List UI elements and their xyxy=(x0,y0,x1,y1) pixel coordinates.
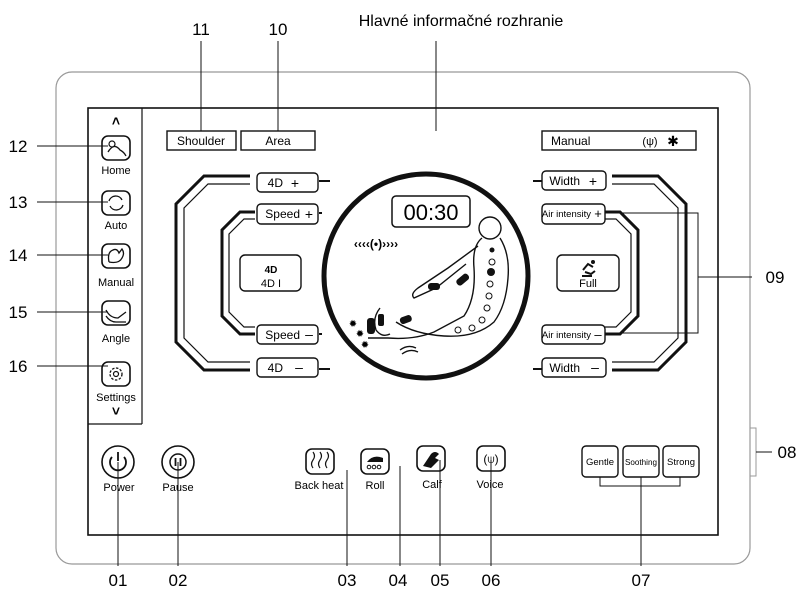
side-button xyxy=(750,428,756,476)
callout-11: 11 xyxy=(192,20,210,39)
roll-button[interactable]: Roll xyxy=(361,449,389,492)
svg-text:Gentle: Gentle xyxy=(586,457,614,468)
callout-07: 07 xyxy=(632,571,651,590)
full-mode-selector[interactable]: Full xyxy=(557,255,619,291)
svg-text:Power: Power xyxy=(103,482,135,494)
svg-text:Soothing: Soothing xyxy=(625,457,657,467)
svg-text:4D: 4D xyxy=(268,361,284,375)
gentle-button[interactable]: Gentle xyxy=(582,446,618,477)
hand-icon xyxy=(102,244,130,268)
callout-13: 13 xyxy=(9,193,28,212)
svg-text:Speed: Speed xyxy=(265,207,300,221)
4d-plus-button[interactable]: 4D + xyxy=(257,173,318,192)
soothing-button[interactable]: Soothing xyxy=(623,446,659,477)
svg-text:Width: Width xyxy=(549,174,580,188)
svg-text:Speed: Speed xyxy=(265,328,300,342)
plus-icon: + xyxy=(589,173,597,189)
svg-text:00:30: 00:30 xyxy=(403,200,458,225)
callout-12: 12 xyxy=(9,137,28,156)
back-heat-button[interactable]: Back heat xyxy=(295,449,344,492)
hand-touch-icon xyxy=(102,136,130,160)
sidebar-item-manual[interactable]: Manual xyxy=(98,244,134,289)
width-minus-button[interactable]: Width – xyxy=(542,358,606,377)
svg-text:Air intensity: Air intensity xyxy=(542,330,591,341)
sidebar-item-label: Angle xyxy=(102,333,130,345)
sidebar-item-label: Home xyxy=(101,165,130,177)
heat-sun-icon: ✹ xyxy=(356,329,364,340)
callout-16: 16 xyxy=(9,357,28,376)
minus-icon: – xyxy=(305,326,313,342)
sidebar-item-label: Auto xyxy=(105,220,128,232)
shoulder-button[interactable]: Shoulder xyxy=(167,131,236,150)
svg-text:Back heat: Back heat xyxy=(295,480,344,492)
air-intensity-plus-button[interactable]: Air intensity + xyxy=(542,204,605,224)
svg-text:Strong: Strong xyxy=(667,457,695,468)
area-button[interactable]: Area xyxy=(241,131,315,150)
callout-14: 14 xyxy=(9,246,28,265)
callout-01: 01 xyxy=(109,571,128,590)
sidebar-item-auto[interactable]: Auto xyxy=(102,191,130,232)
plus-icon: + xyxy=(594,206,602,221)
bluetooth-icon: ✱ xyxy=(667,133,679,149)
diagram-title: Hlavné informačné rozhranie xyxy=(359,13,564,30)
callout-05: 05 xyxy=(431,571,450,590)
callout-08: 08 xyxy=(778,443,797,462)
minus-icon: – xyxy=(591,359,599,375)
timer-display: 00:30 xyxy=(392,196,470,227)
callout-06: 06 xyxy=(482,571,501,590)
4d-minus-button[interactable]: 4D – xyxy=(257,358,318,377)
strong-button[interactable]: Strong xyxy=(663,446,699,477)
svg-text:Air intensity: Air intensity xyxy=(542,209,591,220)
sidebar-item-angle[interactable]: Angle xyxy=(102,301,130,345)
intensity-wave-icon: ‹‹‹‹(•)›››› xyxy=(354,237,398,251)
heat-sun-icon: ✹ xyxy=(361,340,369,351)
callout-10: 10 xyxy=(269,20,288,39)
svg-text:4D: 4D xyxy=(268,176,284,190)
chevron-up-icon[interactable]: ˄ xyxy=(112,113,120,129)
svg-text:Full: Full xyxy=(579,278,597,290)
callout-09: 09 xyxy=(766,268,785,287)
voice-status-icon: (ψ) xyxy=(642,136,657,148)
mode-status-box: Manual (ψ) ✱ xyxy=(542,131,696,150)
svg-text:Shoulder: Shoulder xyxy=(177,134,225,148)
svg-text:Roll: Roll xyxy=(366,480,385,492)
cycle-icon xyxy=(102,191,130,215)
4d-cube-icon: 4D xyxy=(265,265,278,276)
minus-icon: – xyxy=(295,359,303,375)
speed-minus-button[interactable]: Speed – xyxy=(257,325,318,344)
speed-plus-button[interactable]: Speed + xyxy=(257,204,318,224)
air-intensity-minus-button[interactable]: Air intensity – xyxy=(542,325,605,344)
calf-button[interactable]: Calf xyxy=(417,446,445,491)
chevron-down-icon[interactable]: ˅ xyxy=(112,403,120,419)
width-plus-button[interactable]: Width + xyxy=(542,171,606,190)
svg-text:4D I: 4D I xyxy=(261,278,281,290)
plus-icon: + xyxy=(291,175,299,191)
sidebar-item-settings[interactable]: Settings xyxy=(96,362,136,404)
sidebar-item-label: Settings xyxy=(96,392,136,404)
4d-mode-selector[interactable]: 4D 4D I xyxy=(240,255,301,291)
callout-02: 02 xyxy=(169,571,188,590)
sidebar-item-home[interactable]: Home xyxy=(101,136,130,177)
callout-03: 03 xyxy=(338,571,357,590)
svg-text:Area: Area xyxy=(265,134,291,148)
sidebar-item-label: Manual xyxy=(98,277,134,289)
mode-label: Manual xyxy=(551,134,590,148)
svg-text:Voice: Voice xyxy=(477,479,504,491)
callout-15: 15 xyxy=(9,303,28,322)
minus-icon: – xyxy=(594,327,602,342)
plus-icon: + xyxy=(305,206,313,222)
svg-text:Width: Width xyxy=(549,361,580,375)
callout-04: 04 xyxy=(389,571,408,590)
